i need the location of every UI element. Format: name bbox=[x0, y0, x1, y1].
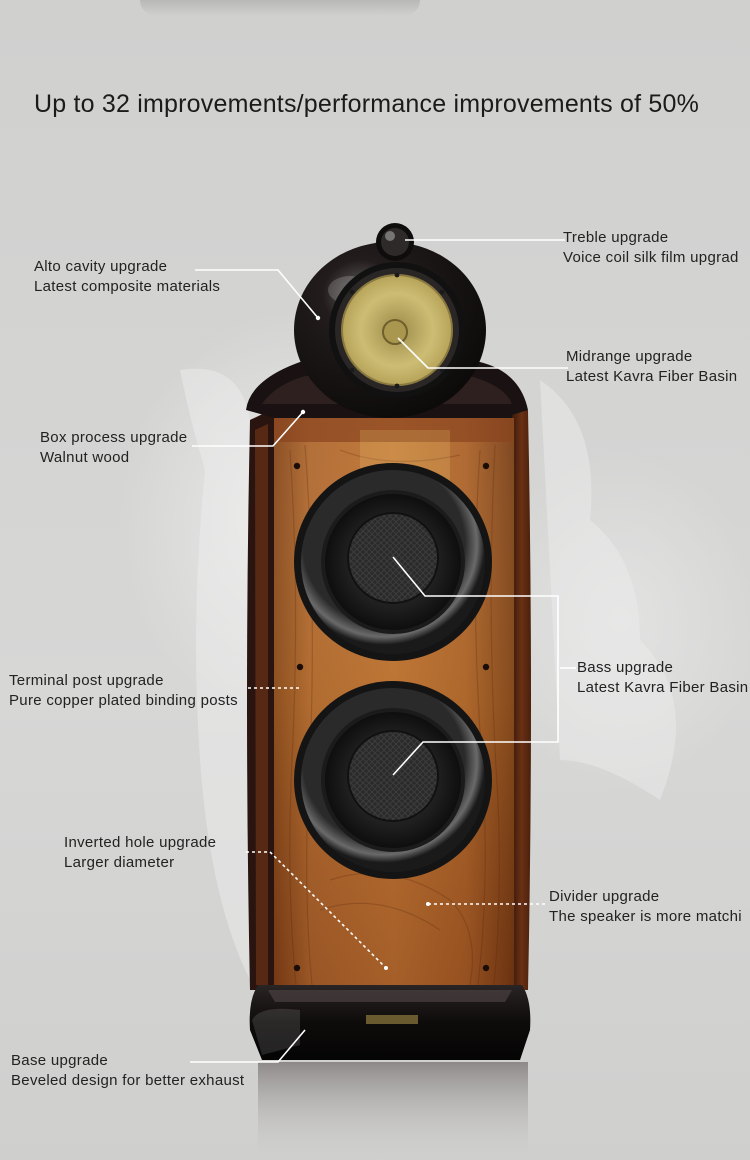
callout-hole: Inverted hole upgrade Larger diameter bbox=[64, 833, 216, 873]
callout-detail: Larger diameter bbox=[64, 854, 175, 871]
callout-alto: Alto cavity upgrade Latest composite mat… bbox=[34, 257, 220, 297]
callout-title: Base upgrade bbox=[11, 1052, 109, 1069]
callout-divider: Divider upgrade The speaker is more matc… bbox=[549, 887, 742, 927]
callout-detail: Pure copper plated binding posts bbox=[9, 692, 238, 709]
callout-midrange: Midrange upgrade Latest Kavra Fiber Basi… bbox=[566, 347, 737, 387]
top-edge-shadow bbox=[140, 0, 420, 16]
callout-bass: Bass upgrade Latest Kavra Fiber Basin bbox=[577, 658, 748, 698]
callout-title: Inverted hole upgrade bbox=[64, 834, 217, 851]
callout-title: Midrange upgrade bbox=[566, 348, 693, 365]
callout-detail: Latest Kavra Fiber Basin bbox=[566, 368, 738, 385]
callout-title: Treble upgrade bbox=[563, 229, 669, 246]
headline: Up to 32 improvements/performance improv… bbox=[34, 90, 700, 118]
callout-title: Alto cavity upgrade bbox=[34, 258, 168, 275]
callout-title: Box process upgrade bbox=[40, 429, 188, 446]
callout-detail: Beveled design for better exhaust bbox=[11, 1072, 245, 1089]
callout-treble: Treble upgrade Voice coil silk film upgr… bbox=[563, 228, 739, 268]
callout-title: Bass upgrade bbox=[577, 659, 674, 676]
callout-detail: Walnut wood bbox=[40, 449, 130, 466]
callout-detail: Voice coil silk film upgrad bbox=[563, 249, 739, 266]
callout-box: Box process upgrade Walnut wood bbox=[40, 428, 187, 468]
callout-title: Terminal post upgrade bbox=[9, 672, 164, 689]
callout-detail: Latest Kavra Fiber Basin bbox=[577, 679, 749, 696]
callout-detail: The speaker is more matchi bbox=[549, 908, 742, 925]
callout-detail: Latest composite materials bbox=[34, 278, 221, 295]
callout-base: Base upgrade Beveled design for better e… bbox=[11, 1051, 244, 1091]
callout-title: Divider upgrade bbox=[549, 888, 660, 905]
callout-terminal: Terminal post upgrade Pure copper plated… bbox=[9, 671, 238, 711]
